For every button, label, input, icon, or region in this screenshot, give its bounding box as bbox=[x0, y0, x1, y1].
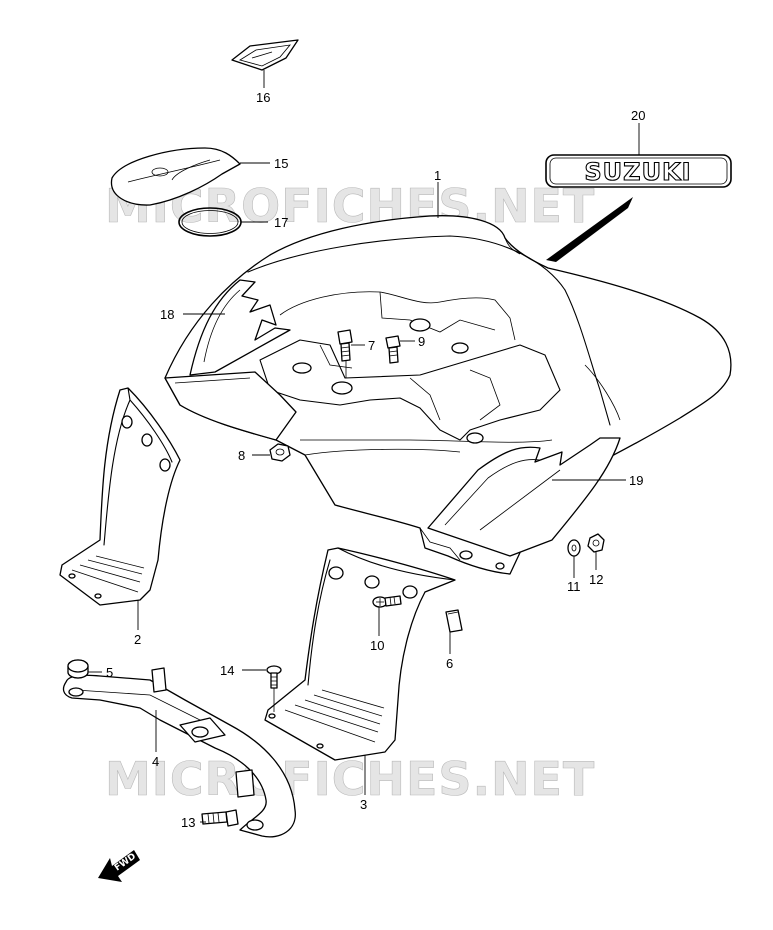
part-7-bolt[interactable] bbox=[337, 329, 353, 378]
fwd-arrow: FWD bbox=[98, 850, 140, 882]
callout-13[interactable]: 13 bbox=[181, 815, 195, 830]
part-13-bolt[interactable] bbox=[201, 809, 239, 827]
part-12-nut[interactable] bbox=[587, 533, 605, 553]
leader-lines bbox=[88, 70, 640, 823]
callout-11[interactable]: 11 bbox=[567, 579, 581, 594]
callout-10[interactable]: 10 bbox=[370, 638, 384, 653]
part-2-mud-flap-left[interactable] bbox=[59, 387, 181, 606]
callout-17[interactable]: 17 bbox=[274, 215, 288, 230]
callout-4[interactable]: 4 bbox=[152, 754, 159, 769]
callout-2[interactable]: 2 bbox=[134, 632, 141, 647]
part-4-bracket[interactable] bbox=[62, 667, 296, 838]
part-9-bolt[interactable] bbox=[385, 335, 401, 364]
callout-7[interactable]: 7 bbox=[368, 338, 375, 353]
callout-6[interactable]: 6 bbox=[446, 656, 453, 671]
callout-1[interactable]: 1 bbox=[434, 168, 441, 183]
part-8-nut[interactable] bbox=[269, 443, 291, 462]
callout-8[interactable]: 8 bbox=[238, 448, 245, 463]
watermark-bottom: MICROFICHES.NET bbox=[105, 752, 595, 806]
part-6-clip[interactable] bbox=[445, 609, 463, 633]
part-10-screw[interactable] bbox=[372, 595, 402, 608]
callout-16[interactable]: 16 bbox=[256, 90, 270, 105]
callout-5[interactable]: 5 bbox=[106, 665, 113, 680]
part-19-decal-right[interactable] bbox=[427, 437, 621, 557]
part-14-screw[interactable] bbox=[266, 665, 282, 712]
part-1-rear-fender[interactable] bbox=[164, 215, 732, 575]
part-16-tag[interactable] bbox=[231, 39, 299, 71]
callout-19[interactable]: 19 bbox=[629, 473, 643, 488]
callout-labels: 16 15 17 20 1 18 7 9 8 19 11 12 10 6 2 5… bbox=[106, 90, 645, 830]
callout-12[interactable]: 12 bbox=[589, 572, 603, 587]
callout-15[interactable]: 15 bbox=[274, 156, 288, 171]
callout-18[interactable]: 18 bbox=[160, 307, 174, 322]
stripe-decal bbox=[546, 197, 633, 262]
part-17-ring-inner bbox=[181, 210, 239, 234]
part-18-decal-left[interactable] bbox=[189, 279, 291, 376]
callout-3[interactable]: 3 bbox=[360, 797, 367, 812]
part-11-washer[interactable] bbox=[567, 539, 581, 557]
part-15-seat-pad[interactable] bbox=[110, 147, 241, 206]
callout-20[interactable]: 20 bbox=[631, 108, 645, 123]
part-5-cap[interactable] bbox=[67, 659, 89, 679]
callout-9[interactable]: 9 bbox=[418, 334, 425, 349]
part-3-mud-flap-right[interactable] bbox=[264, 547, 456, 761]
part-20-emblem[interactable]: SUZUKI bbox=[545, 154, 732, 188]
emblem-text: SUZUKI bbox=[584, 158, 691, 186]
callout-14[interactable]: 14 bbox=[220, 663, 234, 678]
